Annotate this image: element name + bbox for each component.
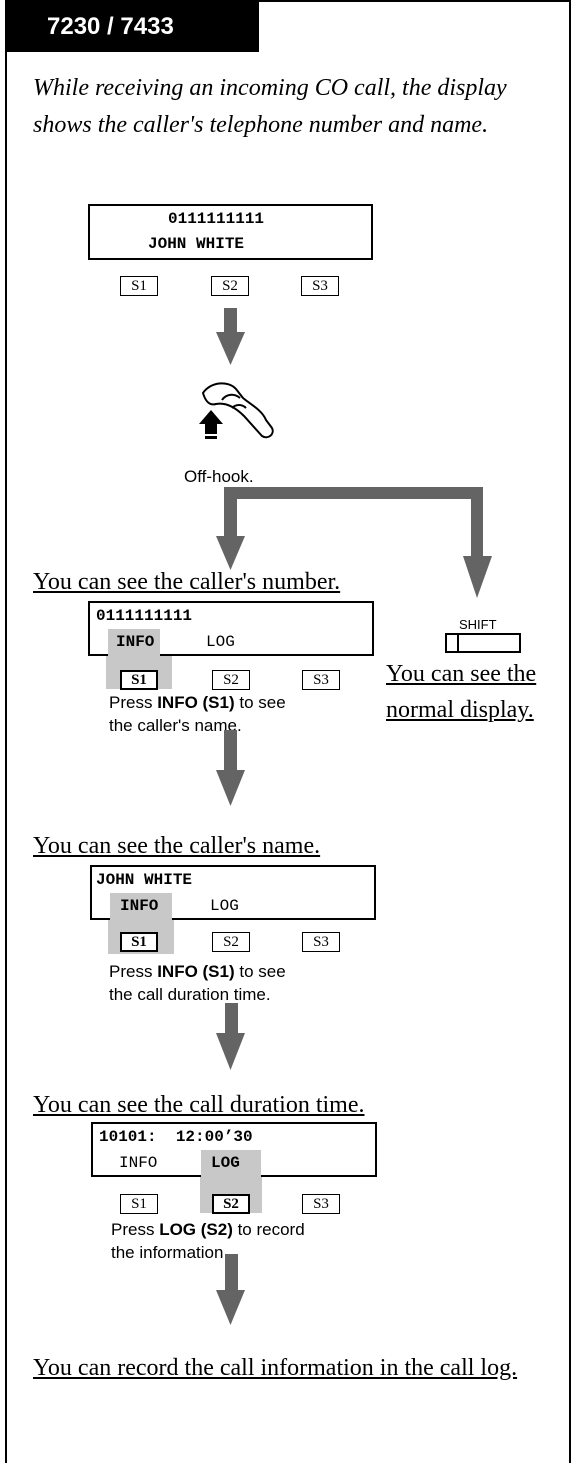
info-highlight [108,629,160,656]
softkey-s2[interactable]: S2 [212,932,250,952]
arrow-down-head [463,556,492,598]
step1-caption: Press INFO (S1) to see the caller's name… [109,693,286,735]
shift-heading: You can see the normal display. [386,661,537,723]
display-line-name: JOHN WHITE [148,235,245,253]
step2-caption: Press INFO (S1) to see the call duration… [109,962,286,1004]
display-step1: 0111111111 INFO LOG [88,601,374,656]
arrow-group [216,308,492,1325]
arrow-down-head [216,1033,245,1070]
caption-key: INFO (S1) [157,693,235,712]
softkey-label-info: INFO [120,897,159,915]
shift-key-lamp [457,635,459,651]
softkey-s3[interactable]: S3 [302,932,340,952]
arrow-down [225,1003,238,1036]
softkey-s3[interactable]: S3 [302,1194,340,1214]
arrow-down [471,487,483,559]
arrow-down [225,1254,238,1292]
softkey-s1[interactable]: S1 [120,932,158,952]
page-frame [5,0,571,1463]
arrow-down-head [216,770,245,806]
step1-heading: You can see the caller's number. [33,569,341,595]
arrow-down-head [216,536,245,570]
display-step2: JOHN WHITE INFO LOG [90,865,376,920]
step2-heading: You can see the caller's name. [33,833,321,859]
softkey-s3[interactable]: S3 [301,276,339,296]
display-line-duration: 10101: 12:00’30 [99,1128,253,1146]
display-step3: 10101: 12:00’30 INFO LOG [91,1122,377,1177]
softkey-s2[interactable]: S2 [211,276,249,296]
intro-text: While receiving an incoming CO call, the… [33,75,507,138]
softkey-label-info: INFO [119,1154,158,1172]
softkey-s1[interactable]: S1 [120,276,158,296]
step3-caption: Press LOG (S2) to record the information… [111,1220,305,1262]
softkey-label-log: LOG [206,633,235,651]
log-highlight [201,1150,261,1177]
display-line-name: JOHN WHITE [96,871,193,889]
arrow-down-head [216,332,245,365]
softkey-s2[interactable]: S2 [212,670,250,690]
arrow-down [224,308,237,334]
info-highlight [110,893,172,920]
arrow-down [224,487,237,539]
caption-key: LOG (S2) [159,1220,233,1239]
arrow-down [224,730,237,772]
softkey-s1[interactable]: S1 [120,1194,158,1214]
softkey-label-log: LOG [211,1154,240,1172]
softkey-s3[interactable]: S3 [302,670,340,690]
softkey-s2[interactable]: S2 [212,1194,250,1214]
display-line-number: 0111111111 [168,210,265,228]
final-heading: You can record the call information in t… [33,1355,518,1381]
step3-heading: You can see the call duration time. [33,1092,365,1118]
offhook-label: Off-hook. [184,467,254,486]
arrow-branch [224,487,483,499]
display-incoming: 0111111111 JOHN WHITE [88,204,373,260]
caption-key: INFO (S1) [157,962,235,981]
arrow-down-head [216,1290,245,1325]
display-line-number: 0111111111 [96,607,193,625]
handset-offhook-icon [199,382,274,439]
softkey-label-info: INFO [116,633,155,651]
shift-label: SHIFT [459,617,497,632]
shift-key[interactable] [445,633,521,653]
model-label: 7230 / 7433 [7,2,259,52]
softkey-s1[interactable]: S1 [120,670,158,690]
softkey-label-log: LOG [210,897,239,915]
